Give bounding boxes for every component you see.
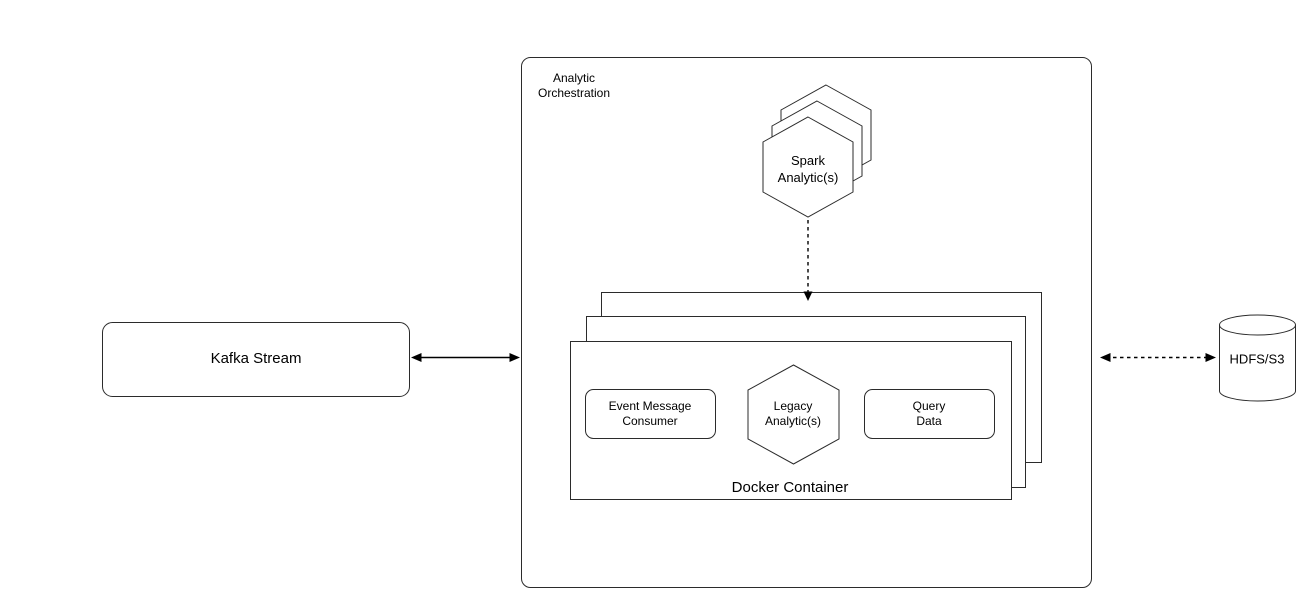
event-message-consumer-node: [585, 389, 716, 439]
event-message-consumer-label-line1: Event Message: [608, 399, 692, 413]
legacy-analytics-label: Legacy Analytic(s): [765, 399, 821, 429]
hdfs-s3-label: HDFS/S3: [1229, 351, 1285, 367]
docker-container-label: Docker Container: [731, 479, 849, 496]
event-message-consumer-label: Event Message Consumer: [609, 399, 692, 429]
query-data-node: [864, 389, 995, 439]
spark-docker-arrowhead-icon: [803, 291, 813, 301]
event-message-consumer-label-line2: Consumer: [622, 414, 678, 428]
legacy-analytics-hexagon: [747, 364, 840, 465]
legacy-analytics-label-line2: Analytic(s): [764, 414, 822, 428]
spark-hexagon-front: [762, 116, 854, 218]
spark-analytics-label-line1: Spark: [791, 153, 825, 168]
kafka-orchestration-arrowhead-left-icon: [411, 353, 422, 362]
analytic-orchestration-label-line2: Orchestration: [537, 86, 611, 100]
kafka-stream-label: Kafka Stream: [210, 350, 302, 367]
orchestration-hdfs-arrowhead-right-icon: [1205, 353, 1216, 362]
spark-analytics-label: Spark Analytic(s): [778, 152, 839, 186]
hdfs-s3-cylinder: [1219, 314, 1296, 402]
kafka-stream-node: [102, 322, 410, 397]
legacy-analytics-label-line1: Legacy: [773, 399, 813, 413]
query-data-label-line2: Data: [916, 414, 942, 428]
analytic-orchestration-label: Analytic Orchestration: [538, 71, 610, 101]
query-data-label-line1: Query: [912, 399, 946, 413]
orchestration-hdfs-arrowhead-left-icon: [1100, 353, 1111, 362]
kafka-orchestration-arrowhead-right-icon: [509, 353, 520, 362]
spark-analytics-label-line2: Analytic(s): [777, 170, 839, 185]
analytic-orchestration-label-line1: Analytic: [552, 71, 596, 85]
query-data-label: Query Data: [913, 399, 946, 429]
hdfs-s3-cylinder-rim: [1219, 324, 1296, 336]
